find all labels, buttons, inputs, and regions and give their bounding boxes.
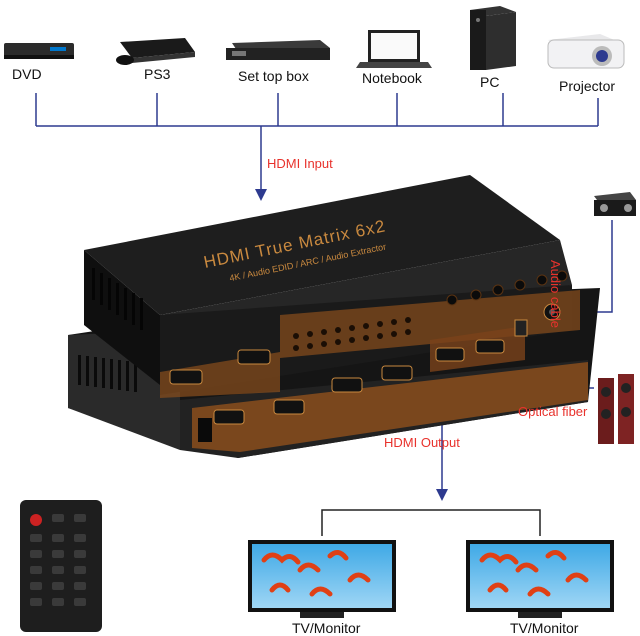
pc-tower-icon <box>470 6 516 70</box>
speakers-icon <box>598 374 634 444</box>
tv-monitor-icon <box>248 540 396 618</box>
hdmi-input-label: HDMI Input <box>267 156 333 171</box>
source-label-dvd: DVD <box>12 66 42 82</box>
optical-fiber-label: Optical fiber <box>518 404 588 419</box>
source-label-pc: PC <box>480 74 500 90</box>
game-console-icon <box>116 38 195 65</box>
laptop-icon <box>356 30 432 68</box>
remote-control-icon[interactable] <box>20 500 102 632</box>
output-label-left: TV/Monitor <box>292 620 361 636</box>
input-bus <box>35 93 599 201</box>
amplifier-icon <box>594 192 636 216</box>
projector-icon <box>547 34 625 69</box>
source-label-set-top-box: Set top box <box>238 68 309 84</box>
source-label-ps3: PS3 <box>144 66 171 82</box>
dvd-player-icon <box>4 43 74 59</box>
source-label-projector: Projector <box>559 78 616 94</box>
output-label-right: TV/Monitor <box>510 620 579 636</box>
set-top-box-icon <box>226 40 330 60</box>
tv-monitor-icon <box>466 540 614 618</box>
source-label-notebook: Notebook <box>362 70 422 86</box>
matrix-switcher: HDMI True Matrix 6x2 4K / Audio EDID / A… <box>68 175 600 458</box>
hdmi-output-label: HDMI Output <box>384 435 460 450</box>
audio-cable-label: Audio cable <box>548 260 563 328</box>
